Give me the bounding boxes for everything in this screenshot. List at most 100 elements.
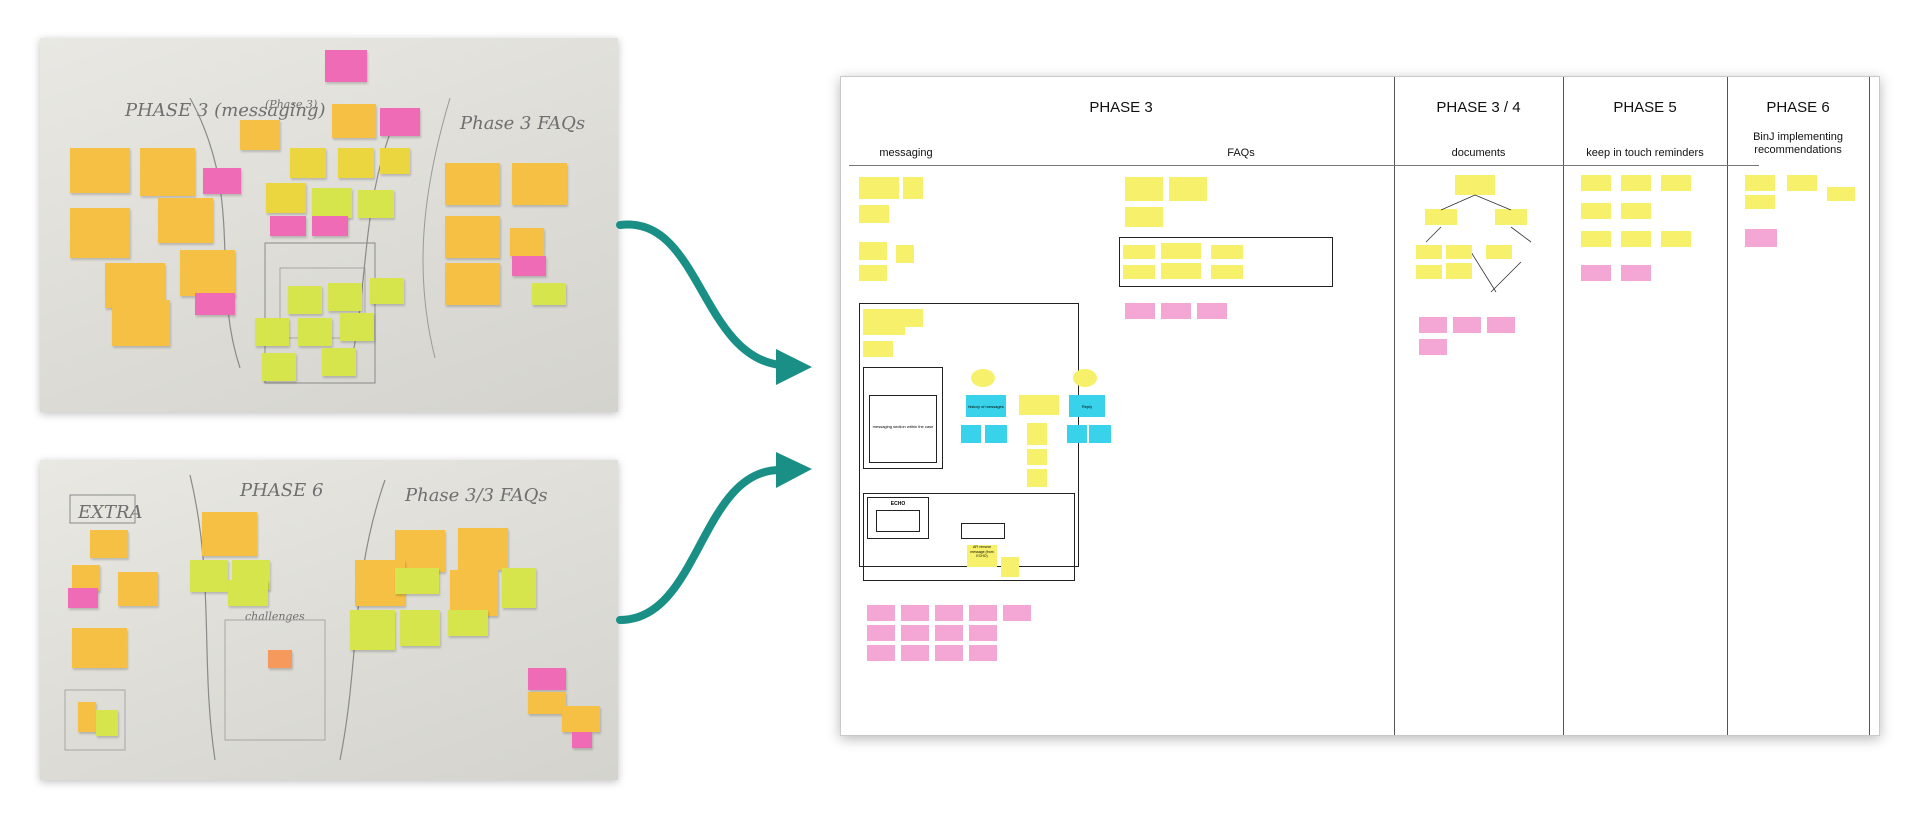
handwritten-extra: EXTRA [78,502,143,523]
cyan-note [1089,425,1111,443]
note [1661,175,1691,191]
sticky-note [180,250,235,296]
sticky-note [228,580,268,606]
sticky-note [572,732,592,748]
whiteboard-photo-bottom: EXTRA PHASE 6 Phase 3/3 FAQs challenges [40,460,618,780]
pink-note [867,605,895,621]
sticky-note [445,263,500,305]
sticky-note [328,283,362,311]
digital-affinity-board: PHASE 3 PHASE 3 / 4 PHASE 5 PHASE 6 mess… [840,76,1880,736]
note [1446,263,1472,279]
note [1495,209,1527,225]
echo-frame [863,493,1075,581]
sticky-note [262,353,296,381]
pink-note [901,625,929,641]
sticky-note [118,572,158,606]
note [1581,231,1611,247]
pink-note [901,645,929,661]
note [1001,557,1019,577]
arrow-head-bottom [776,452,812,488]
note [1425,209,1457,225]
sticky-note [380,108,420,136]
sticky-note [288,286,322,314]
note [1123,245,1155,259]
whiteboard-drawings [189,97,451,384]
pink-note [935,625,963,641]
pink-note [969,605,997,621]
note [1211,265,1243,279]
pink-note [1487,317,1515,333]
history-of-messages-box: history of messages [966,395,1006,417]
handwritten-phase6: PHASE 6 [240,480,324,501]
sticky-note [338,148,374,178]
note [1169,177,1207,201]
pink-note [1419,317,1447,333]
note [1581,175,1611,191]
note [1125,207,1163,227]
arrow-head-top [776,349,812,385]
pink-note [1161,303,1191,319]
sticky-note [96,710,118,736]
messaging-subtitle: messaging [879,147,933,159]
note [1621,203,1651,219]
echo-box: ECHO [867,497,929,539]
sticky-note [358,190,394,218]
pink-note [867,645,895,661]
sticky-note [78,702,96,732]
column-divider [1563,77,1564,735]
sticky-note [325,50,367,82]
sticky-note [203,168,241,194]
sticky-note [458,528,508,570]
sticky-note [290,148,326,178]
keep-in-touch-subtitle: keep in touch reminders [1586,147,1704,159]
sticky-note [158,198,213,243]
case-frame [863,367,943,469]
pink-note [935,645,963,661]
circle-note [1073,369,1097,387]
sticky-note [72,565,100,591]
note [863,309,905,335]
faq-characteristics-frame [1119,237,1333,287]
whiteboard-drawings [64,474,386,761]
ai-remove-note: AFI remove message (from ECHO) [967,545,997,567]
note [1123,265,1155,279]
sticky-note [268,650,292,668]
pink-note [1125,303,1155,319]
sticky-note [140,148,195,196]
note [1661,231,1691,247]
sticky-note [340,313,374,341]
handwritten-phase3-messaging: PHASE 3 (messaging) [125,100,326,121]
phase-3-4-title: PHASE 3 / 4 [1436,99,1521,116]
sticky-note [202,512,257,556]
sticky-note [72,628,127,668]
column-divider [1727,77,1728,735]
handwritten-phase3-faqs: Phase 3 FAQs [460,113,586,134]
pink-note [969,625,997,641]
header-underline [849,165,1759,166]
note [863,341,893,357]
note [1745,195,1775,209]
arrow-top [616,220,784,369]
sticky-note [528,668,566,690]
sticky-note [70,148,130,193]
note [896,245,914,263]
sticky-note [312,216,348,236]
note [1486,245,1512,259]
note [1027,423,1047,445]
sticky-note [270,216,306,236]
sticky-note [445,163,500,205]
pink-note [1197,303,1227,319]
column-divider [1869,77,1870,735]
sticky-note [528,692,566,714]
note [1446,245,1472,259]
sticky-note [332,104,376,138]
note [1161,263,1201,279]
messaging-section-label: messaging section within the case [872,424,934,429]
sticky-note [312,188,352,218]
reply-box: Reply [1069,395,1105,417]
cyan-note [985,425,1007,443]
faqs-subtitle: FAQs [1227,147,1255,159]
sticky-note [445,216,500,258]
sticky-note [350,610,395,650]
handwritten-phase3: (Phase 3) [265,98,318,111]
